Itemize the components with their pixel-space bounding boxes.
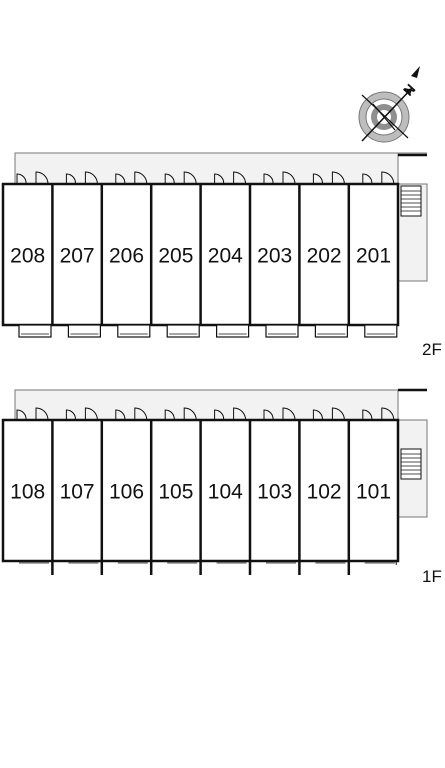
unit-number: 104 — [208, 481, 243, 504]
unit-202: 202 — [298, 171, 348, 338]
unit-106: 106 — [100, 407, 148, 575]
unit-number: 202 — [307, 245, 342, 268]
door-icon — [164, 409, 175, 421]
door-icon — [233, 407, 247, 421]
door-icon — [263, 173, 274, 185]
unit-number: 107 — [60, 481, 95, 504]
balcony — [166, 324, 200, 338]
staircase — [400, 448, 422, 480]
balcony — [265, 324, 299, 338]
unit-108: 108 — [10, 407, 49, 564]
door-icon — [233, 171, 247, 185]
floor-2-plan: 208 207 206 205 204 203 202 201 2F — [1, 152, 442, 359]
unit-107: 107 — [51, 407, 99, 575]
unit-number: 204 — [208, 245, 243, 268]
door-icon — [164, 173, 175, 185]
door-icon — [16, 409, 27, 421]
unit-201: 201 — [347, 171, 398, 338]
door-icon — [282, 171, 296, 185]
unit-number: 207 — [60, 245, 95, 268]
balcony — [314, 324, 348, 338]
door-icon — [381, 171, 395, 185]
door-icon — [183, 407, 197, 421]
unit-number: 205 — [158, 245, 193, 268]
door-icon — [84, 407, 98, 421]
door-icon — [35, 171, 49, 185]
door-icon — [134, 171, 148, 185]
balcony — [18, 324, 52, 338]
door-icon — [84, 171, 98, 185]
unit-number: 105 — [158, 481, 193, 504]
unit-number: 102 — [307, 481, 342, 504]
door-icon — [65, 409, 76, 421]
balcony — [216, 324, 250, 338]
floor-1-plan: 108 107 106 105 104 103 102 101 1F — [1, 388, 442, 586]
floor-label-2f: 2F — [422, 340, 442, 359]
door-icon — [282, 407, 296, 421]
compass-icon: N — [358, 66, 420, 143]
door-icon — [312, 173, 323, 185]
door-icon — [115, 173, 126, 185]
door-icon — [183, 171, 197, 185]
door-icon — [35, 407, 49, 421]
door-icon — [263, 409, 274, 421]
door-icon — [362, 173, 373, 185]
door-icon — [331, 407, 345, 421]
compass-north-label: N — [400, 81, 419, 99]
corridor — [14, 152, 399, 185]
staircase — [400, 185, 422, 217]
door-icon — [331, 171, 345, 185]
door-icon — [312, 409, 323, 421]
balcony — [364, 324, 398, 338]
door-icon — [115, 409, 126, 421]
balcony — [117, 324, 151, 338]
unit-102: 102 — [298, 407, 346, 575]
unit-208: 208 — [10, 171, 52, 338]
unit-number: 106 — [109, 481, 144, 504]
door-icon — [214, 173, 225, 185]
unit-101: 101 — [347, 407, 395, 575]
unit-number: 201 — [356, 245, 391, 268]
unit-204: 204 — [199, 171, 250, 338]
door-icon — [65, 173, 76, 185]
door-icon — [214, 409, 225, 421]
unit-207: 207 — [51, 171, 102, 338]
unit-203: 203 — [248, 171, 299, 338]
door-icon — [381, 407, 395, 421]
door-icon — [134, 407, 148, 421]
unit-number: 108 — [10, 481, 45, 504]
unit-206: 206 — [100, 171, 151, 338]
door-icon — [362, 409, 373, 421]
unit-number: 208 — [10, 245, 45, 268]
unit-number: 103 — [257, 481, 292, 504]
balcony — [67, 324, 102, 338]
unit-number: 203 — [257, 245, 292, 268]
unit-104: 104 — [199, 407, 247, 575]
unit-205: 205 — [149, 171, 200, 338]
unit-105: 105 — [149, 407, 198, 575]
unit-number: 101 — [356, 481, 391, 504]
unit-number: 206 — [109, 245, 144, 268]
door-icon — [16, 173, 27, 185]
unit-103: 103 — [248, 407, 296, 575]
floor-label-1f: 1F — [422, 567, 442, 586]
corridor — [14, 389, 399, 421]
